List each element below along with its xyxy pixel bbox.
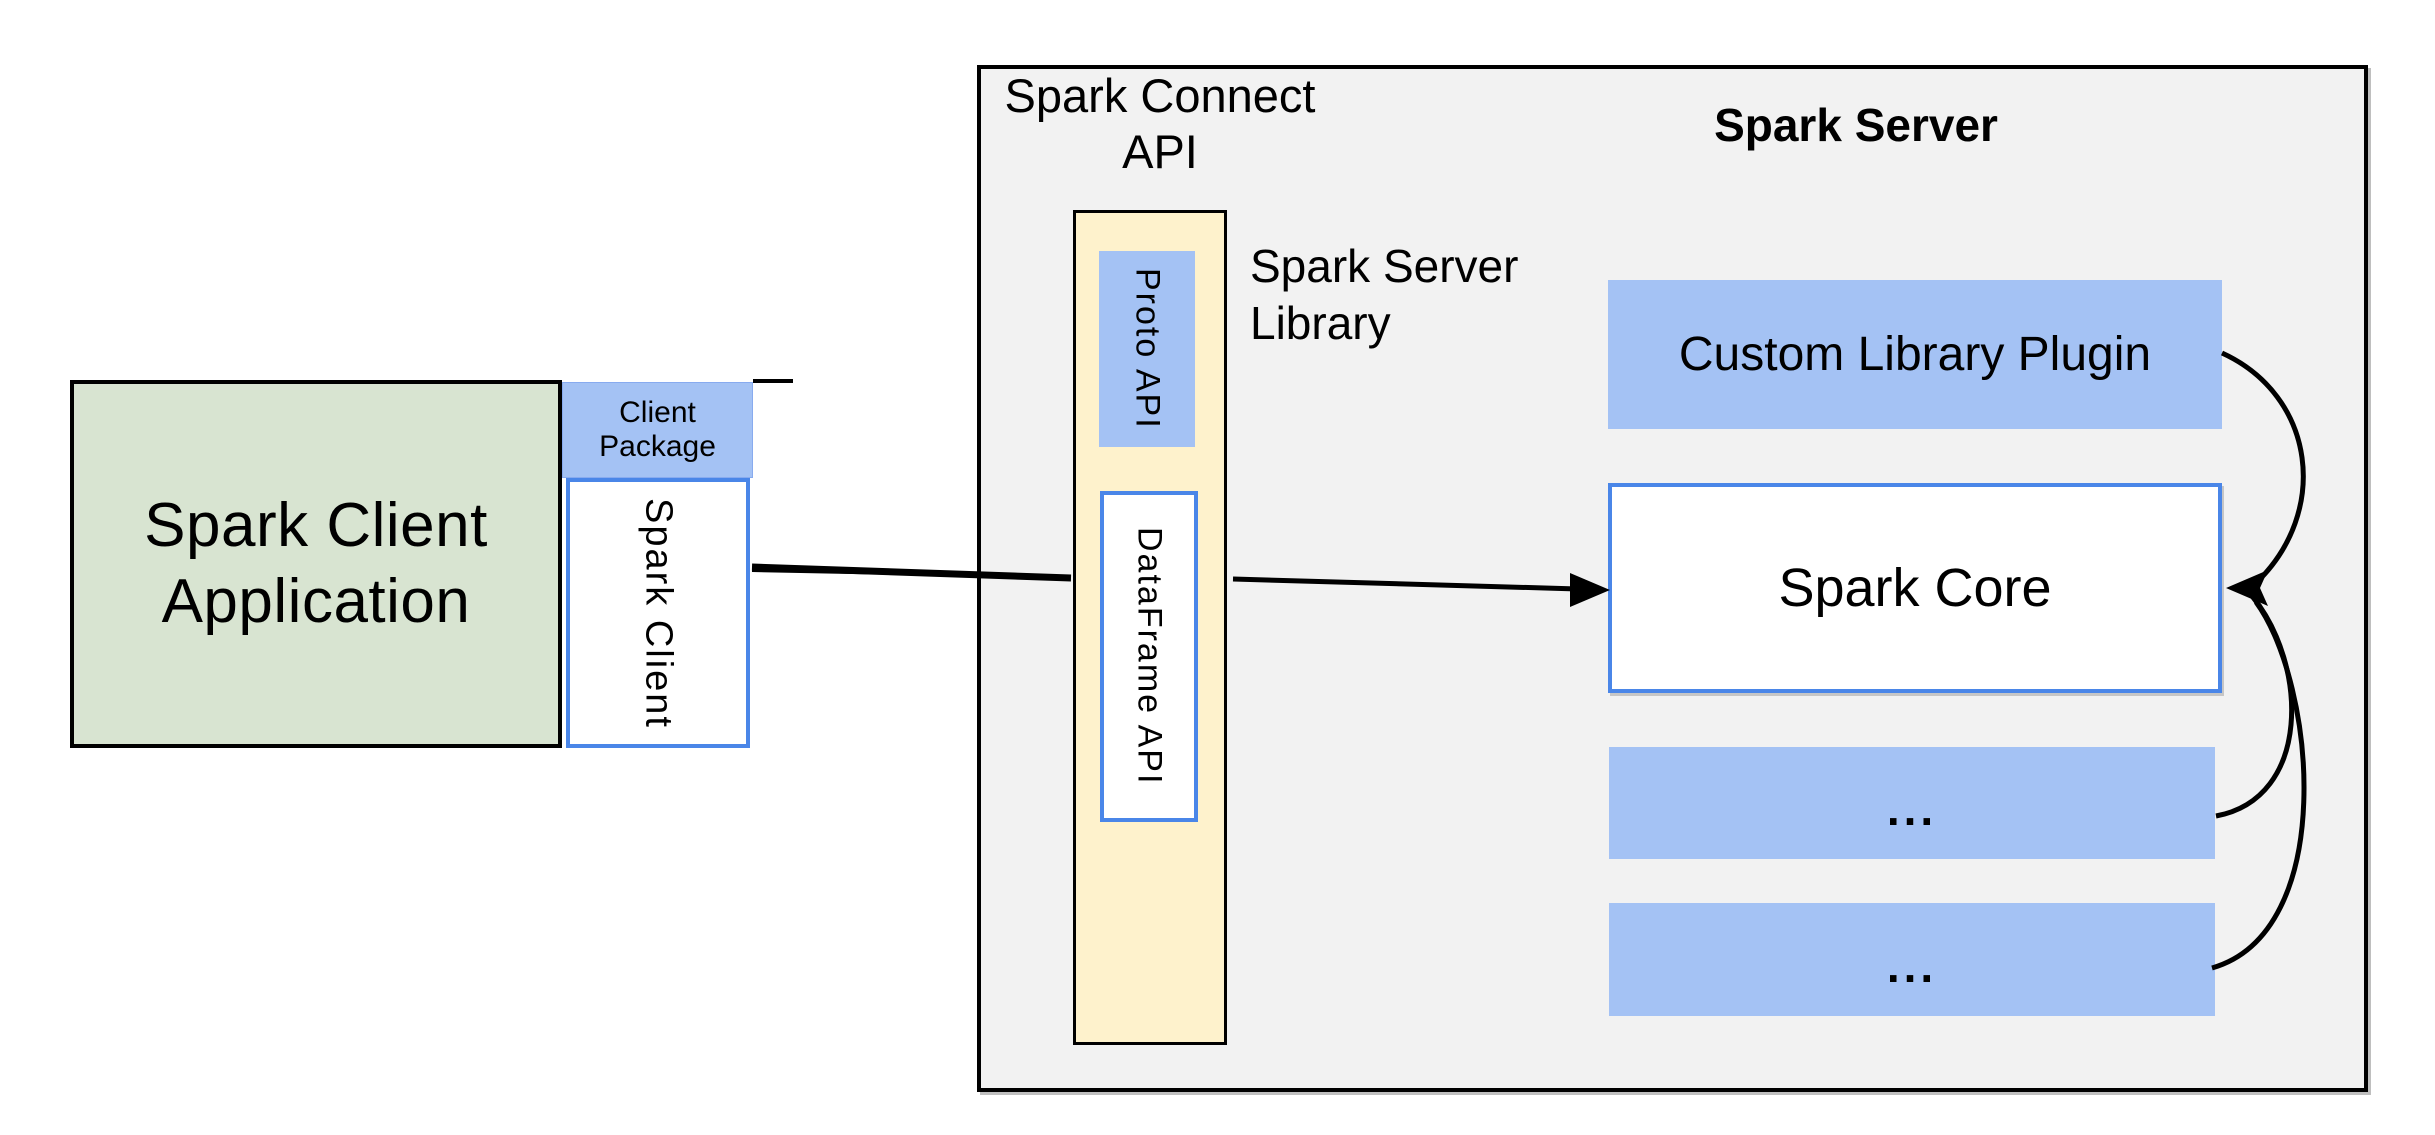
dataframe-api-box: DataFrame API (1100, 491, 1198, 822)
spark-connect-api-label: Spark Connect API (910, 68, 1410, 180)
spark-server-library-label: Spark Server Library (1250, 238, 1518, 352)
client-package-label-line1: Client (619, 396, 696, 429)
spark-client-application-label-line1: Spark Client (144, 491, 488, 560)
spark-client-application-label: Spark Client Application (144, 488, 488, 640)
plugin-slot-2-box: ... (1609, 903, 2215, 1016)
spark-client-label: Spark Client (637, 497, 680, 729)
plugin-slot-2-label: ... (1886, 939, 1938, 992)
client-to-connect-api-line-overlap (751, 568, 906, 575)
spark-client-application-label-line2: Application (161, 567, 471, 636)
spark-core-box: Spark Core (1608, 483, 2222, 693)
spark-client-box: Spark Client (566, 478, 750, 748)
plugin-slot-1-label: ... (1886, 783, 1938, 835)
spark-server-library-label-line1: Spark Server (1250, 240, 1519, 292)
spark-server-title: Spark Server (1714, 99, 1998, 151)
proto-api-label: Proto API (1128, 268, 1167, 430)
client-box-top-border-stub (753, 379, 793, 383)
custom-library-plugin-label: Custom Library Plugin (1678, 328, 2152, 381)
plugin-slot-1-box: ... (1609, 747, 2215, 859)
dataframe-api-label: DataFrame API (1130, 527, 1169, 786)
client-package-box: Client Package (562, 382, 753, 478)
spark-client-application-box: Spark Client Application (70, 380, 562, 748)
spark-connect-api-label-line2: API (1122, 125, 1198, 178)
spark-server-library-label-line2: Library (1250, 297, 1391, 349)
proto-api-box: Proto API (1099, 251, 1195, 447)
spark-core-label: Spark Core (1778, 558, 2052, 618)
client-package-label-line2: Package (599, 430, 716, 463)
spark-connect-api-label-line1: Spark Connect (1004, 69, 1316, 122)
client-package-label: Client Package (599, 396, 716, 464)
custom-library-plugin-box: Custom Library Plugin (1608, 280, 2222, 429)
